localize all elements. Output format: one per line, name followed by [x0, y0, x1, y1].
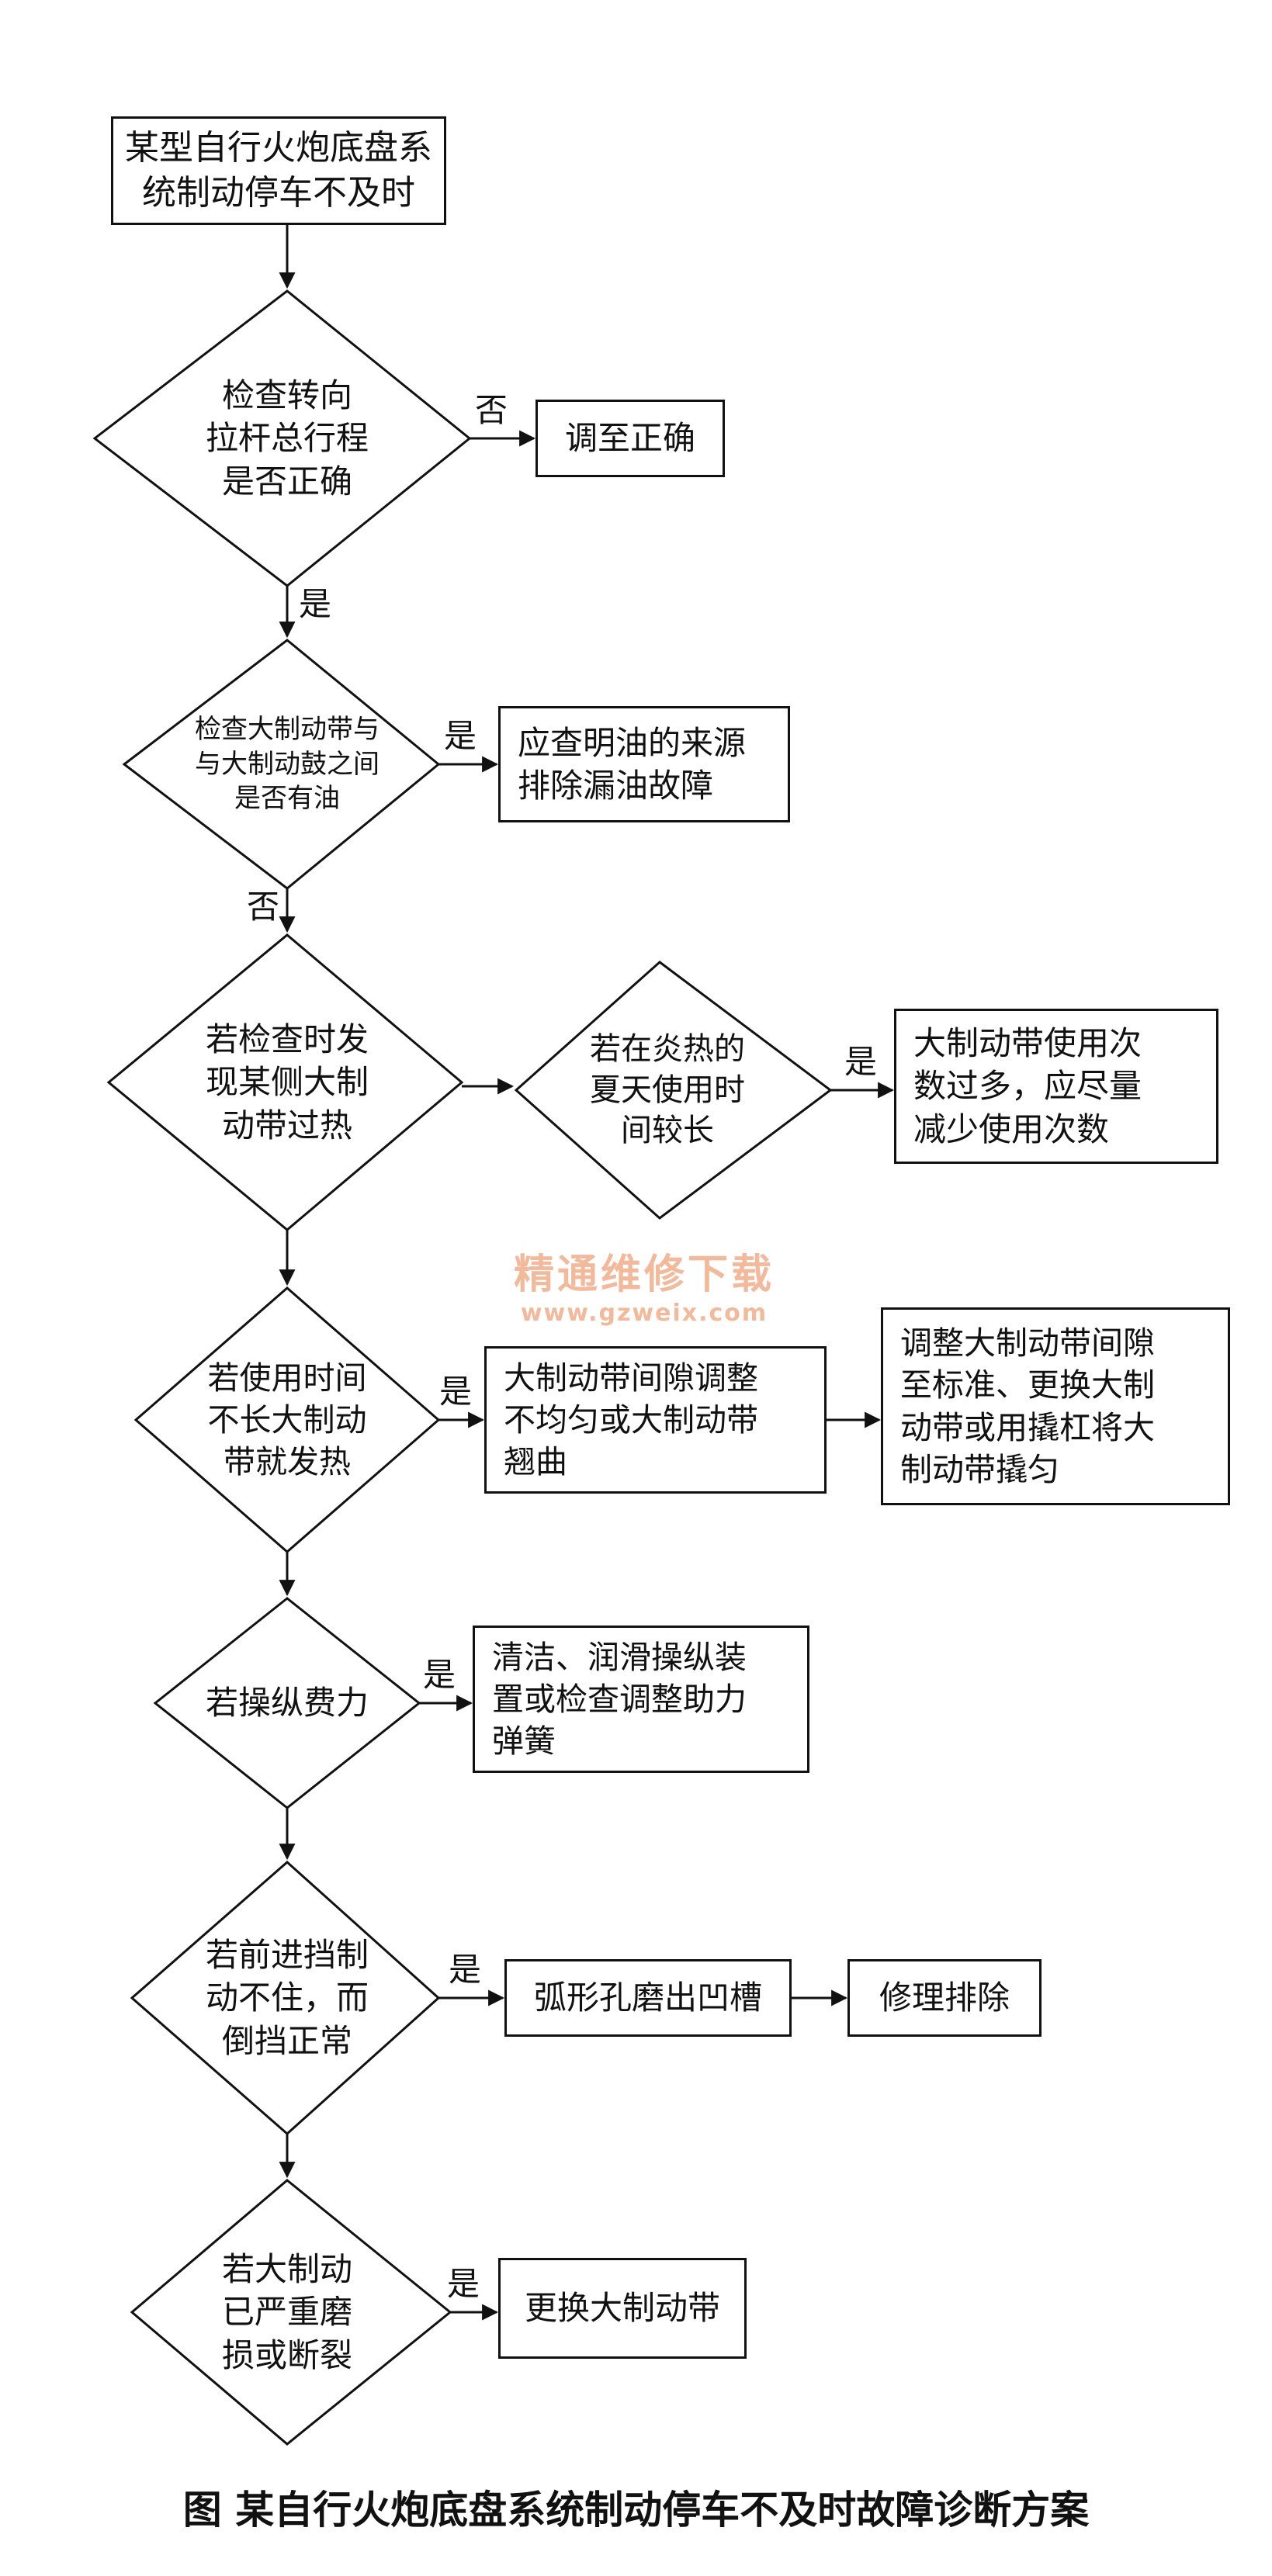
- result-box-r4b: 调整大制动带间隙至标准、更换大制动带或用撬杠将大制动带撬匀: [881, 1307, 1230, 1505]
- label-yes-d5: 是: [423, 1656, 456, 1694]
- r4a-line-3: 翘曲: [504, 1443, 567, 1481]
- result-box-r1: 调至正确: [535, 400, 725, 477]
- d7-line-2: 已严重磨: [221, 2293, 352, 2332]
- r6a-line-1: 弧形孔磨出凹槽: [533, 1979, 762, 2017]
- start-line-2: 统制动停车不及时: [142, 173, 415, 213]
- decision-text-d5: 若操纵费力: [186, 1664, 388, 1742]
- result-box-r6a: 弧形孔磨出凹槽: [504, 1959, 792, 2037]
- decision-diamond-d3b: [514, 961, 833, 1220]
- start-line-1: 某型自行火炮底盘系: [125, 127, 432, 168]
- result-box-r6b: 修理排除: [847, 1959, 1042, 2037]
- d2-line-2: 与大制动鼓之间: [195, 748, 380, 780]
- result-box-r2: 应查明油的来源排除漏油故障: [498, 706, 790, 822]
- watermark: 精通维修下载 www.gzweix.com: [481, 1241, 807, 1327]
- result-box-r7: 更换大制动带: [498, 2258, 747, 2359]
- decision-text-d2: 检查大制动带与与大制动鼓之间是否有油: [151, 702, 423, 826]
- d3b-line-1: 若在炎热的: [590, 1030, 745, 1067]
- label-yes-d1: 是: [299, 585, 332, 623]
- start-box: 某型自行火炮底盘系统制动停车不及时: [111, 116, 446, 225]
- d1-line-1: 检查转向: [221, 376, 352, 414]
- decision-text-d1: 检查转向拉杆总行程是否正确: [155, 361, 419, 516]
- d6-line-1: 若前进挡制: [205, 1935, 369, 1974]
- label-yes-d7: 是: [447, 2265, 480, 2303]
- d6-line-2: 动不住，而: [205, 1979, 369, 2017]
- r2-line-2: 排除漏油故障: [518, 767, 714, 805]
- label-no-d1: 否: [475, 391, 508, 429]
- decision-text-d3: 若检查时发现某侧大制动带过热: [159, 1005, 415, 1160]
- r1-line-1: 调至正确: [564, 419, 695, 458]
- figure-caption: 图 某自行火炮底盘系统制动停车不及时故障诊断方案: [182, 2488, 1090, 2533]
- r4b-line-1: 调整大制动带间隙: [900, 1324, 1155, 1362]
- r7-line-1: 更换大制动带: [524, 2289, 720, 2328]
- r4a-line-1: 大制动带间隙调整: [504, 1359, 758, 1397]
- r3-line-1: 大制动带使用次: [913, 1023, 1142, 1062]
- d3-line-3: 动带过热: [221, 1106, 352, 1144]
- r2-line-1: 应查明油的来源: [518, 723, 747, 762]
- d4-line-1: 若使用时间: [207, 1359, 367, 1397]
- d1-line-2: 拉杆总行程: [205, 419, 369, 458]
- r5-line-3: 弹簧: [492, 1723, 556, 1761]
- d4-line-3: 带就发热: [224, 1443, 351, 1481]
- r4b-line-2: 至标准、更换大制: [900, 1366, 1155, 1404]
- label-yes-d2: 是: [444, 717, 477, 755]
- d7-line-3: 损或断裂: [221, 2335, 352, 2374]
- d2-line-1: 检查大制动带与: [195, 713, 380, 745]
- r5-line-2: 置或检查调整助力: [492, 1680, 747, 1718]
- r4b-line-3: 动带或用撬杠将大: [900, 1408, 1155, 1446]
- result-box-r4a: 大制动带间隙调整不均匀或大制动带翘曲: [484, 1346, 827, 1494]
- d1-line-3: 是否正确: [221, 462, 352, 500]
- result-box-r3: 大制动带使用次数过多，应尽量减少使用次数: [894, 1009, 1218, 1164]
- r6b-line-1: 修理排除: [879, 1979, 1010, 2017]
- r3-line-2: 数过多，应尽量: [913, 1067, 1142, 1106]
- d3-line-2: 现某侧大制: [205, 1063, 369, 1102]
- decision-text-d6: 若前进挡制动不住，而倒挡正常: [171, 1920, 404, 2076]
- result-box-r5: 清洁、润滑操纵装置或检查调整助力弹簧: [473, 1626, 809, 1773]
- label-no-d2: 否: [247, 888, 280, 926]
- decision-text-d7: 若大制动已严重磨损或断裂: [171, 2235, 404, 2390]
- d6-line-3: 倒挡正常: [221, 2021, 352, 2060]
- d3b-line-3: 间较长: [621, 1113, 714, 1149]
- d5-line-1: 若操纵费力: [205, 1684, 369, 1723]
- watermark-line-2: www.gzweix.com: [520, 1300, 768, 1327]
- d3-line-1: 若检查时发: [205, 1020, 369, 1058]
- label-yes-d4: 是: [439, 1373, 473, 1411]
- r3-line-3: 减少使用次数: [913, 1110, 1110, 1148]
- d3b-line-2: 夏天使用时: [590, 1072, 745, 1108]
- r5-line-1: 清洁、润滑操纵装: [492, 1638, 747, 1676]
- d2-line-3: 是否有油: [234, 783, 340, 815]
- decision-diamond-d7: [130, 2179, 452, 2446]
- r4b-line-4: 制动带撬匀: [900, 1450, 1059, 1488]
- watermark-line-1: 精通维修下载: [513, 1252, 775, 1298]
- label-yes-d3b: 是: [844, 1043, 878, 1081]
- d4-line-2: 不长大制动: [207, 1401, 367, 1439]
- decision-text-d3b: 若在炎热的夏天使用时间较长: [551, 1013, 784, 1168]
- decision-text-d4: 若使用时间不长大制动带就发热: [171, 1342, 404, 1497]
- d7-line-1: 若大制动: [221, 2249, 352, 2288]
- label-yes-d6: 是: [449, 1951, 482, 1989]
- r4a-line-2: 不均匀或大制动带: [504, 1401, 758, 1439]
